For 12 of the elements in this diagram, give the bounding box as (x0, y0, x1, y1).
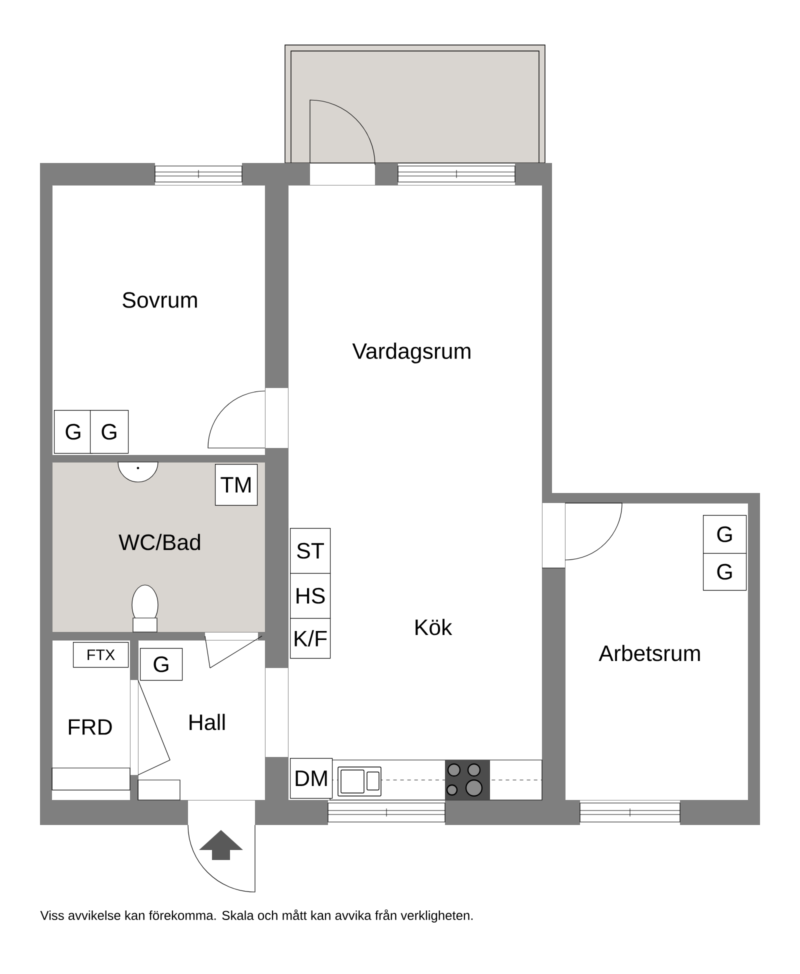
label-box: TM (215, 464, 258, 506)
label-box: G (703, 515, 747, 554)
label-box: G (703, 553, 747, 591)
label-box: ST (290, 528, 331, 574)
label-box: G (90, 410, 129, 454)
label-box: HS (290, 573, 331, 619)
label-box: K/F (290, 618, 331, 659)
caption: Viss avvikelse kan förekomma. Skala och mått kan avvika från verkligheten. (40, 909, 473, 923)
label-box: G (54, 410, 93, 454)
label-box: DM (290, 758, 333, 799)
label-box: FTX (73, 642, 129, 668)
label-box: G (140, 648, 183, 681)
